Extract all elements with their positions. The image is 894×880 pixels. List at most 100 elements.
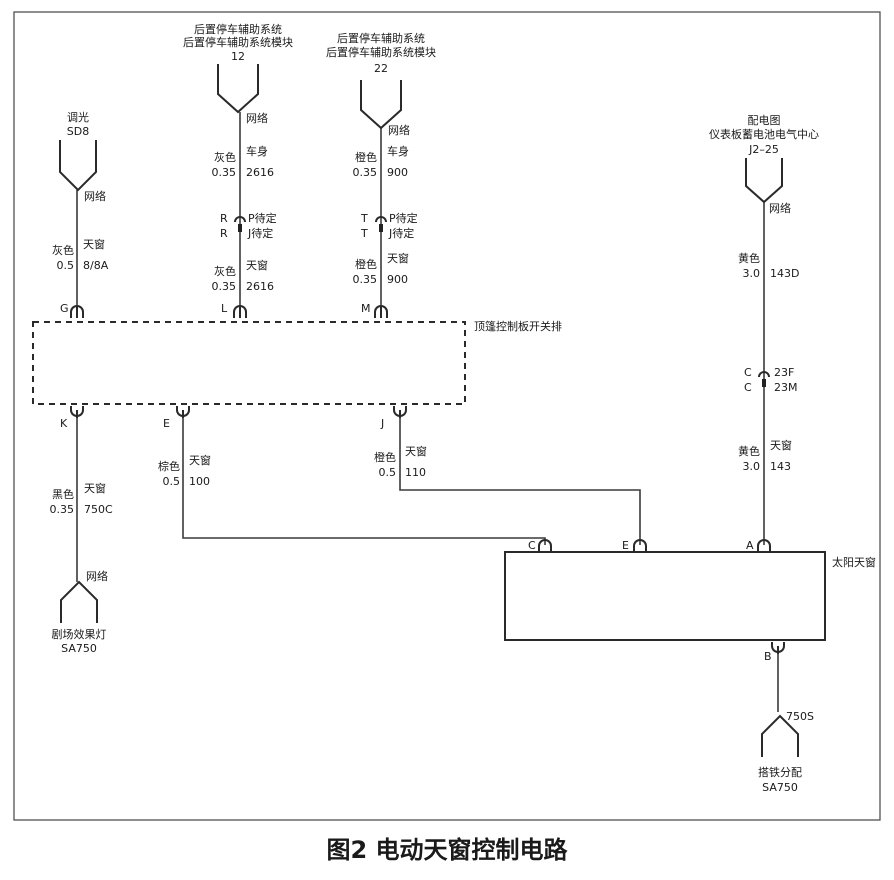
dimmer-network: 网络 (84, 189, 106, 203)
park-module-22-line1: 后置停车辅助系统 (337, 31, 425, 45)
wire-a-bot-color: 黄色 (738, 444, 760, 458)
wire-e-color: 棕色 (158, 459, 180, 473)
inline-m-top: T (360, 212, 368, 225)
ground-name: 搭铁分配 (758, 766, 802, 779)
wire-j-color: 橙色 (374, 450, 396, 464)
inline-a-bottom-note: 23M (774, 381, 798, 394)
wires (76, 112, 779, 712)
wire-l-bot-func: 天窗 (246, 258, 268, 272)
ground-code: SA750 (762, 781, 798, 794)
power-line2: 仪表板蓄电池电气中心 (709, 127, 819, 141)
park-module-12-line2: 后置停车辅助系统模块 (183, 35, 293, 49)
park-module-12-line1: 后置停车辅助系统 (194, 22, 282, 36)
wire-j-gauge: 0.5 (379, 466, 397, 479)
inline-l-bottom: R (220, 227, 228, 240)
theater-lamp-network: 网络 (86, 569, 108, 583)
inline-a-bottom: C (744, 381, 752, 394)
pin-l-label: L (221, 302, 228, 315)
roof-switch-panel-outline (32, 321, 466, 405)
power-line1: 配电图 (748, 114, 781, 127)
inline-connector-m-pin (379, 224, 383, 232)
wire-g-circuit: 8/8A (83, 259, 109, 272)
wire-k-color: 黑色 (52, 487, 74, 501)
inline-m-top-note: P待定 (389, 211, 418, 225)
wire-m-top-gauge: 0.35 (353, 166, 378, 179)
wire-k-gauge: 0.35 (50, 503, 75, 516)
wire-a-top-color: 黄色 (738, 251, 760, 265)
wire-j (399, 416, 641, 545)
sunroof-module-name: 太阳天窗 (832, 555, 876, 569)
wire-l-top-func: 车身 (246, 144, 268, 158)
wire-k-func: 天窗 (84, 481, 106, 495)
figure-caption: 图2 电动天窗控制电路 (326, 836, 568, 864)
park-module-22-connector-symbol (360, 80, 402, 130)
inline-connector-a-symbol (758, 371, 770, 378)
wire-m-top-circuit: 900 (387, 166, 408, 179)
wire-m-bot-gauge: 0.35 (353, 273, 378, 286)
wire-m-bot-circuit: 900 (387, 273, 408, 286)
diagram-frame (13, 11, 881, 821)
inline-l-top-note: P待定 (248, 211, 277, 225)
wire-e (182, 416, 546, 545)
wire-a-top-circuit: 143D (770, 267, 799, 280)
park-module-12-network: 网络 (246, 111, 268, 125)
wire-l-top-circuit: 2616 (246, 166, 274, 179)
inline-connector-l-symbol (234, 216, 246, 223)
theater-lamp-name: 剧场效果灯 (52, 627, 107, 641)
wire-l-top-gauge: 0.35 (212, 166, 237, 179)
dimmer-connector-symbol (59, 140, 97, 192)
wire-e-func: 天窗 (189, 453, 211, 467)
pin-k-label: K (60, 417, 68, 430)
wire-m-top-color: 橙色 (355, 150, 377, 164)
power-code: J2–25 (748, 143, 779, 156)
pin-e-top-label: E (163, 417, 170, 430)
wire-m-top-func: 车身 (387, 144, 409, 158)
inline-m-bottom-note: J待定 (388, 226, 414, 240)
dimmer-code: SD8 (67, 125, 89, 138)
wire-g-func: 天窗 (83, 237, 105, 251)
inline-l-top: R (220, 212, 228, 225)
pin-sunroof-a-symbol (757, 539, 771, 552)
ground-splice: 750S (786, 710, 814, 723)
inline-a-top: C (744, 366, 752, 379)
pin-m-label: M (361, 302, 371, 315)
park-module-22-line2: 后置停车辅助系统模块 (326, 45, 436, 59)
theater-lamp-connector-symbol (60, 580, 98, 623)
wire-a-top-gauge: 3.0 (743, 267, 761, 280)
wire-m-bot-color: 橙色 (355, 257, 377, 271)
wire-k-circuit: 750C (84, 503, 113, 516)
inline-connector-m-symbol (375, 216, 387, 223)
pin-g-label: G (60, 302, 69, 315)
inline-m-bottom: T (360, 227, 368, 240)
wire-a-bot-gauge: 3.0 (743, 460, 761, 473)
wire-a-bot-circuit: 143 (770, 460, 791, 473)
power-distribution-connector-symbol (745, 158, 783, 204)
wire-e-gauge: 0.5 (163, 475, 181, 488)
pin-j-label: J (380, 417, 384, 430)
pin-sunroof-c-symbol (538, 539, 552, 552)
park-module-22-network: 网络 (388, 123, 410, 137)
inline-l-bottom-note: J待定 (247, 226, 273, 240)
wire-m-bot-func: 天窗 (387, 251, 409, 265)
inline-connector-a-pin (762, 379, 766, 387)
pin-sunroof-a-label: A (746, 539, 754, 552)
pin-sunroof-c-label: C (528, 539, 536, 552)
wire-g-gauge: 0.5 (57, 259, 75, 272)
ground-distribution-connector-symbol (761, 714, 799, 757)
pin-sunroof-e-label: E (622, 539, 629, 552)
park-module-22-pin: 22 (374, 62, 388, 75)
theater-lamp-code: SA750 (61, 642, 97, 655)
roof-switch-panel-name: 顶篷控制板开关排 (474, 319, 562, 333)
park-module-12-pin: 12 (231, 50, 245, 63)
wire-j-func: 天窗 (405, 444, 427, 458)
wire-e-circuit: 100 (189, 475, 210, 488)
wire-l-bot-circuit: 2616 (246, 280, 274, 293)
inline-a-top-note: 23F (774, 366, 794, 379)
pin-sunroof-b-label: B (764, 650, 772, 663)
sunroof-module-box (504, 551, 826, 641)
park-module-12-connector-symbol (217, 64, 259, 114)
wire-g-color: 灰色 (52, 243, 74, 257)
wire-a-bot-func: 天窗 (770, 438, 792, 452)
wire-l-top-color: 灰色 (214, 150, 236, 164)
